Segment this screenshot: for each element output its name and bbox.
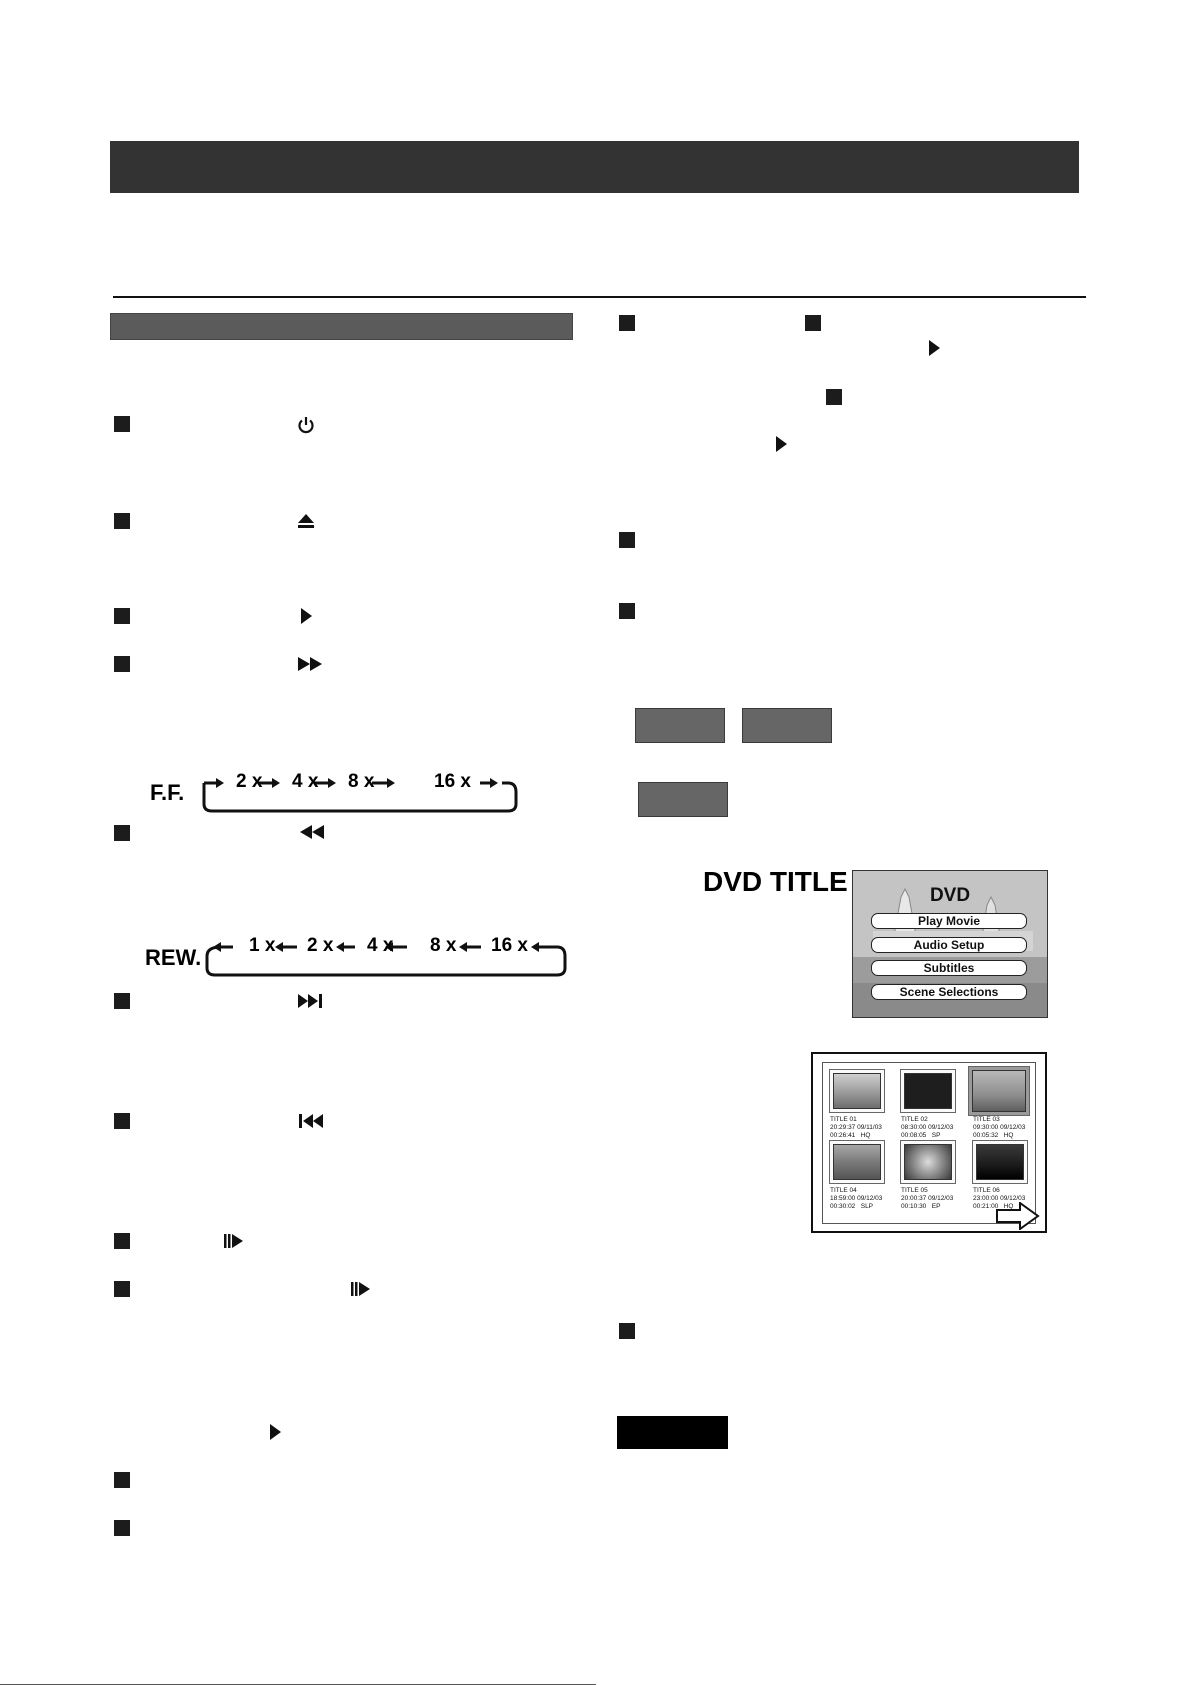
note-label-box xyxy=(617,1416,728,1449)
title-info: TITLE 03 09:30:00 09/12/03 00:05:32 HQ xyxy=(973,1116,1026,1139)
dvd-menu-item-subtitles[interactable]: Subtitles xyxy=(871,960,1027,976)
step-frame-icon xyxy=(348,1278,376,1300)
bullet-marker xyxy=(114,1233,130,1249)
ff-step: 4 x xyxy=(292,771,319,792)
title-info: TITLE 06 23:00:00 09/12/03 00:21:00 HQ xyxy=(973,1187,1026,1210)
title-info: TITLE 05 20:00:37 09/12/03 00:10:30 EP xyxy=(901,1187,954,1210)
rew-step: 8 x xyxy=(430,935,457,956)
bullet-marker xyxy=(114,513,130,529)
title-info: TITLE 04 18:59:00 09/12/03 00:30:02 SLP xyxy=(830,1187,883,1210)
ff-step: 2 x xyxy=(236,771,263,792)
title-thumbnail[interactable] xyxy=(900,1069,956,1113)
dvd-menu-heading: DVD xyxy=(929,885,971,906)
skip-next-icon xyxy=(296,990,328,1012)
rew-speed-diagram: REW. 1 x 2 x 4 x 8 x 16 x xyxy=(145,930,570,978)
play-icon xyxy=(769,433,793,455)
play-icon xyxy=(263,1421,287,1443)
rew-step: 1 x xyxy=(249,935,276,956)
next-page-arrow-icon[interactable] xyxy=(996,1201,1040,1235)
stop-icon xyxy=(805,315,821,331)
dvd-menu-item-audio-setup[interactable]: Audio Setup xyxy=(871,937,1027,953)
bullet-marker xyxy=(114,825,130,841)
title-thumbnail[interactable] xyxy=(829,1069,885,1113)
bullet-marker xyxy=(114,1113,130,1129)
title-list-inner-frame xyxy=(822,1062,1036,1224)
bullet-marker xyxy=(619,532,635,548)
page-title-bar xyxy=(110,141,1079,193)
bullet-marker xyxy=(114,1281,130,1297)
bullet-marker xyxy=(114,993,130,1009)
rew-label: REW. xyxy=(145,945,202,970)
remote-button-box xyxy=(635,708,725,743)
bullet-marker xyxy=(114,416,130,432)
bullet-marker xyxy=(114,1472,130,1488)
rew-step: 16 x xyxy=(491,935,528,956)
dvd-menu-item-play-movie[interactable]: Play Movie xyxy=(871,913,1027,929)
remote-button-box xyxy=(742,708,832,743)
title-info: TITLE 01 20:29:37 09/11/03 00:26:41 HQ xyxy=(830,1116,882,1139)
rew-step: 2 x xyxy=(307,935,334,956)
title-thumbnail[interactable] xyxy=(972,1140,1028,1184)
ff-step: 8 x xyxy=(348,771,375,792)
skip-previous-icon xyxy=(296,1110,328,1132)
bullet-marker xyxy=(114,608,130,624)
dvd-menu-screen: DVD Play Movie Audio Setup Subtitles Sce… xyxy=(852,870,1048,1018)
header-rule xyxy=(113,296,1086,298)
dvd-title-label: DVD TITLE xyxy=(703,866,848,897)
play-icon xyxy=(922,337,946,359)
title-thumbnail[interactable] xyxy=(829,1140,885,1184)
remote-button-box xyxy=(638,782,728,817)
bullet-marker xyxy=(114,1520,130,1536)
title-thumbnail-selected[interactable] xyxy=(968,1066,1030,1116)
bullet-marker xyxy=(114,656,130,672)
fast-forward-icon xyxy=(296,653,326,675)
bullet-marker xyxy=(619,315,635,331)
rewind-icon xyxy=(296,821,326,843)
step-frame-icon xyxy=(221,1230,249,1252)
ff-label: F.F. xyxy=(150,780,185,805)
title-info: TITLE 02 08:30:00 09/12/03 00:08:05 SP xyxy=(901,1116,954,1139)
bullet-marker xyxy=(619,1323,635,1339)
ff-speed-diagram: F.F. 2 x 4 x 8 x 16 x xyxy=(150,766,530,814)
eject-icon xyxy=(294,510,318,532)
section-heading-bar xyxy=(110,313,573,340)
dvd-menu-item-scene-selections[interactable]: Scene Selections xyxy=(871,984,1027,1000)
play-icon xyxy=(294,605,318,627)
ff-step: 16 x xyxy=(434,771,471,792)
bullet-marker xyxy=(619,603,635,619)
stop-icon xyxy=(826,389,842,405)
title-thumbnail[interactable] xyxy=(900,1140,956,1184)
power-icon xyxy=(294,414,318,436)
rew-step: 4 x xyxy=(367,935,394,956)
